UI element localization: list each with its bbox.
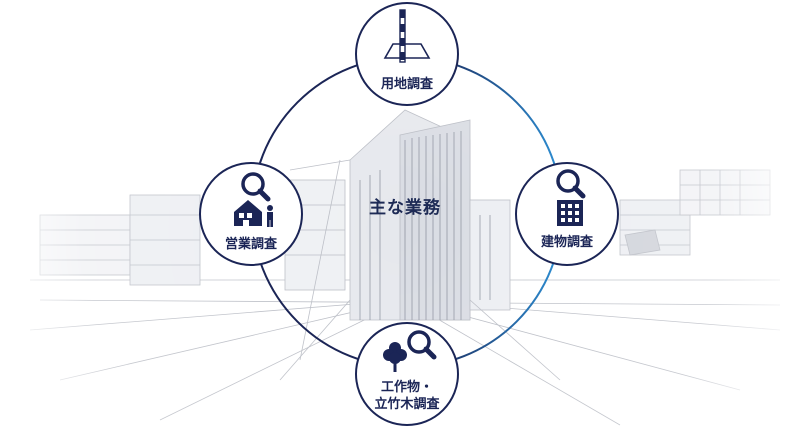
land-survey-pole-icon: [383, 9, 431, 63]
node-label-structure-tree-survey: 工作物・ 立竹木調査: [357, 379, 457, 413]
node-label-building-survey: 建物調査: [540, 235, 593, 250]
node-label-business-survey: 営業調査: [224, 237, 277, 252]
node-structure-tree-survey: 工作物・ 立竹木調査: [355, 322, 459, 426]
center-title: 主な業務: [369, 198, 441, 218]
node-building-survey: 建物調査: [515, 162, 619, 266]
building-survey-icon: [556, 169, 586, 226]
tree-survey-icon: [383, 330, 437, 372]
node-business-survey: 営業調査: [199, 162, 303, 266]
node-label-line1: 工作物・: [380, 380, 433, 395]
node-label-land-survey: 用地調査: [380, 77, 433, 92]
node-land-survey: 用地調査: [355, 2, 459, 106]
business-survey-house-person-icon: [234, 172, 273, 227]
node-label-line2: 立竹木調査: [374, 397, 440, 412]
